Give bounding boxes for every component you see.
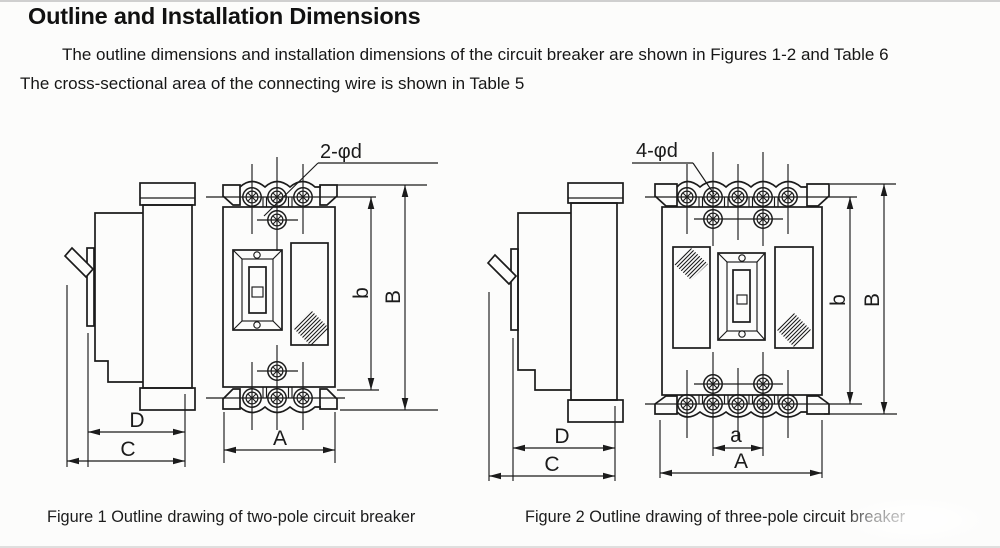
fig2-dimensions: 4-φd b B a A bbox=[488, 140, 897, 481]
fig2-side-top-cap bbox=[567, 182, 624, 204]
scan-edge-bottom bbox=[0, 546, 1000, 548]
terminal-screw bbox=[293, 187, 313, 207]
terminal-screw bbox=[778, 187, 798, 207]
fig2-dim-C: C bbox=[544, 453, 559, 476]
fig2-front-view bbox=[645, 152, 862, 456]
scan-edge-top bbox=[0, 0, 1000, 2]
toggle-handle bbox=[251, 286, 264, 298]
fig1-hole-callout: 2-φd bbox=[320, 141, 362, 163]
watermark-smear bbox=[845, 498, 985, 542]
fig1-toggle-switch bbox=[232, 249, 283, 331]
terminal-screw bbox=[703, 187, 723, 207]
fig1-front-view bbox=[206, 157, 376, 430]
fig1-top-mounting-hole bbox=[257, 210, 298, 230]
fig2-hole-callout: 4-φd bbox=[636, 140, 678, 162]
fig1-dimensions: 2-φd b B A D bbox=[66, 141, 438, 467]
fig2-dim-B: B bbox=[861, 293, 884, 307]
terminal-screw bbox=[778, 394, 798, 414]
fig1-label-panel bbox=[290, 242, 329, 346]
fig1-dim-C: C bbox=[120, 438, 135, 461]
terminal-screw bbox=[677, 394, 697, 414]
toggle-handle bbox=[736, 294, 748, 305]
fig1-dim-B: B bbox=[382, 290, 405, 304]
fig1-bottom-terminal-strip bbox=[206, 345, 345, 430]
fig1-side-handle-lever bbox=[63, 246, 95, 279]
figure2-caption: Figure 2 Outline drawing of three-pole c… bbox=[525, 508, 906, 526]
fig2-dim-a: a bbox=[730, 424, 742, 447]
fig2-top-mounting-holes bbox=[694, 209, 783, 229]
fig2-bottom-terminal-strip bbox=[645, 352, 862, 456]
crosshatch-patch bbox=[293, 310, 329, 346]
fig2-toggle-switch bbox=[717, 252, 766, 341]
body-text-line-2: The cross-sectional area of the connecti… bbox=[20, 74, 525, 93]
fig1-side-face-strip bbox=[86, 247, 95, 327]
fig1-side-body bbox=[142, 204, 193, 389]
fig2-side-body bbox=[570, 202, 618, 401]
fig1-side-cover-profile bbox=[94, 212, 143, 383]
fig2-top-terminal-strip bbox=[645, 152, 857, 246]
figure2-drawing: 4-φd b B a A bbox=[486, 140, 897, 481]
figure1-drawing: 2-φd b B A D bbox=[63, 141, 438, 467]
figure1-caption: Figure 1 Outline drawing of two-pole cir… bbox=[47, 508, 416, 526]
fig2-side-view bbox=[486, 182, 624, 423]
fig2-left-panel bbox=[672, 246, 711, 349]
fig1-breaker-body bbox=[222, 206, 336, 388]
fig2-breaker-body bbox=[661, 206, 823, 396]
fig1-top-terminal-strip bbox=[206, 157, 376, 251]
terminal-screw bbox=[753, 394, 773, 414]
fig1-dim-b: b bbox=[350, 287, 373, 299]
page-title: Outline and Installation Dimensions bbox=[28, 3, 421, 29]
fig2-side-cover-profile bbox=[517, 212, 571, 391]
terminal-screw bbox=[728, 187, 748, 207]
fig1-dim-A: A bbox=[273, 427, 287, 450]
fig2-side-bottom-cap bbox=[567, 399, 624, 423]
terminal-screw bbox=[242, 388, 262, 408]
terminal-screw bbox=[728, 394, 748, 414]
terminal-screw bbox=[703, 394, 723, 414]
fig2-dim-D: D bbox=[554, 425, 569, 448]
fig2-dim-b: b bbox=[827, 294, 850, 306]
body-text-line-1: The outline dimensions and installation … bbox=[62, 45, 889, 64]
fig2-side-face-strip bbox=[510, 248, 519, 331]
fig2-side-handle-lever bbox=[486, 253, 518, 286]
fig1-side-top-cap bbox=[139, 182, 196, 206]
toggle-handle-slot bbox=[248, 266, 267, 314]
crosshatch-patch bbox=[777, 313, 811, 347]
fig1-side-view bbox=[63, 182, 196, 411]
terminal-screw bbox=[293, 388, 313, 408]
terminal-screw bbox=[267, 388, 287, 408]
fig1-side-bottom-cap bbox=[139, 387, 196, 411]
terminal-screw bbox=[242, 187, 262, 207]
toggle-handle-slot bbox=[732, 269, 751, 323]
crosshatch-patch bbox=[674, 248, 708, 280]
fig2-dim-A: A bbox=[734, 450, 748, 473]
terminal-screw bbox=[677, 187, 697, 207]
fig1-dim-D: D bbox=[129, 409, 144, 432]
fig2-right-panel bbox=[774, 246, 814, 349]
terminal-screw bbox=[753, 187, 773, 207]
